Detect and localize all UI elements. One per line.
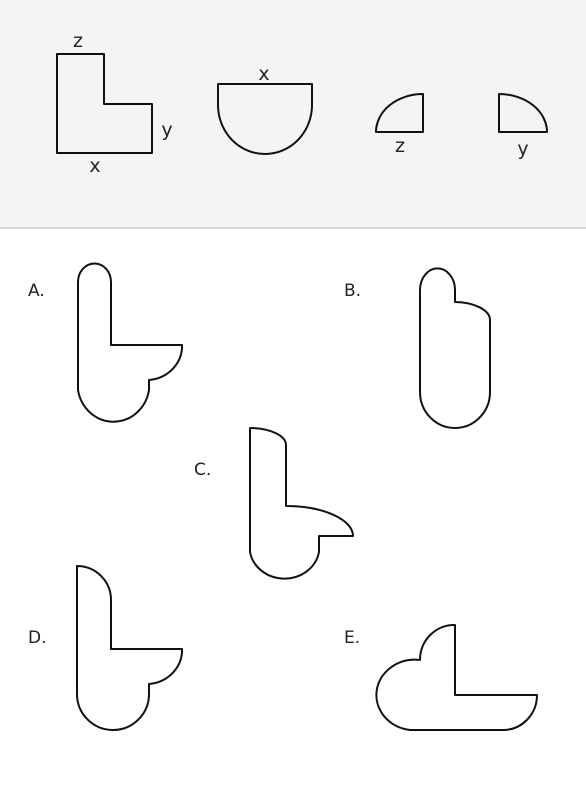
piece-quarter-circle-y: y [498, 93, 548, 160]
quarter-circle-z-label: z [395, 135, 405, 157]
option-d-shape [76, 565, 184, 731]
piece-l-shape: z y x [56, 30, 173, 177]
l-shape-label-z: z [73, 30, 83, 52]
option-b-label: B. [344, 281, 361, 301]
quarter-circle-z-outline [375, 93, 424, 133]
quarter-circle-y-outline [498, 93, 548, 133]
semicircle-label-x: x [258, 63, 269, 85]
option-a-label: A. [28, 281, 45, 301]
option-c-label: C. [194, 460, 211, 480]
l-shape-label-x: x [89, 155, 100, 177]
piece-semicircle: x [217, 63, 313, 155]
piece-quarter-circle-z: z [375, 93, 424, 157]
semicircle-outline [217, 83, 313, 155]
l-shape-label-y: y [161, 119, 172, 141]
option-c[interactable]: C. [194, 427, 354, 580]
option-a-shape [77, 262, 184, 423]
option-a[interactable]: A. [28, 262, 184, 423]
option-c-shape [249, 427, 354, 580]
option-e[interactable]: E. [344, 623, 538, 731]
option-e-shape [375, 623, 538, 731]
option-b-shape [419, 267, 491, 429]
pieces-panel [0, 0, 586, 228]
option-b[interactable]: B. [344, 267, 491, 429]
option-d[interactable]: D. [28, 565, 184, 731]
quarter-circle-y-label: y [517, 138, 528, 160]
option-e-label: E. [344, 628, 360, 648]
l-shape-outline [56, 53, 153, 154]
option-d-label: D. [28, 628, 47, 648]
